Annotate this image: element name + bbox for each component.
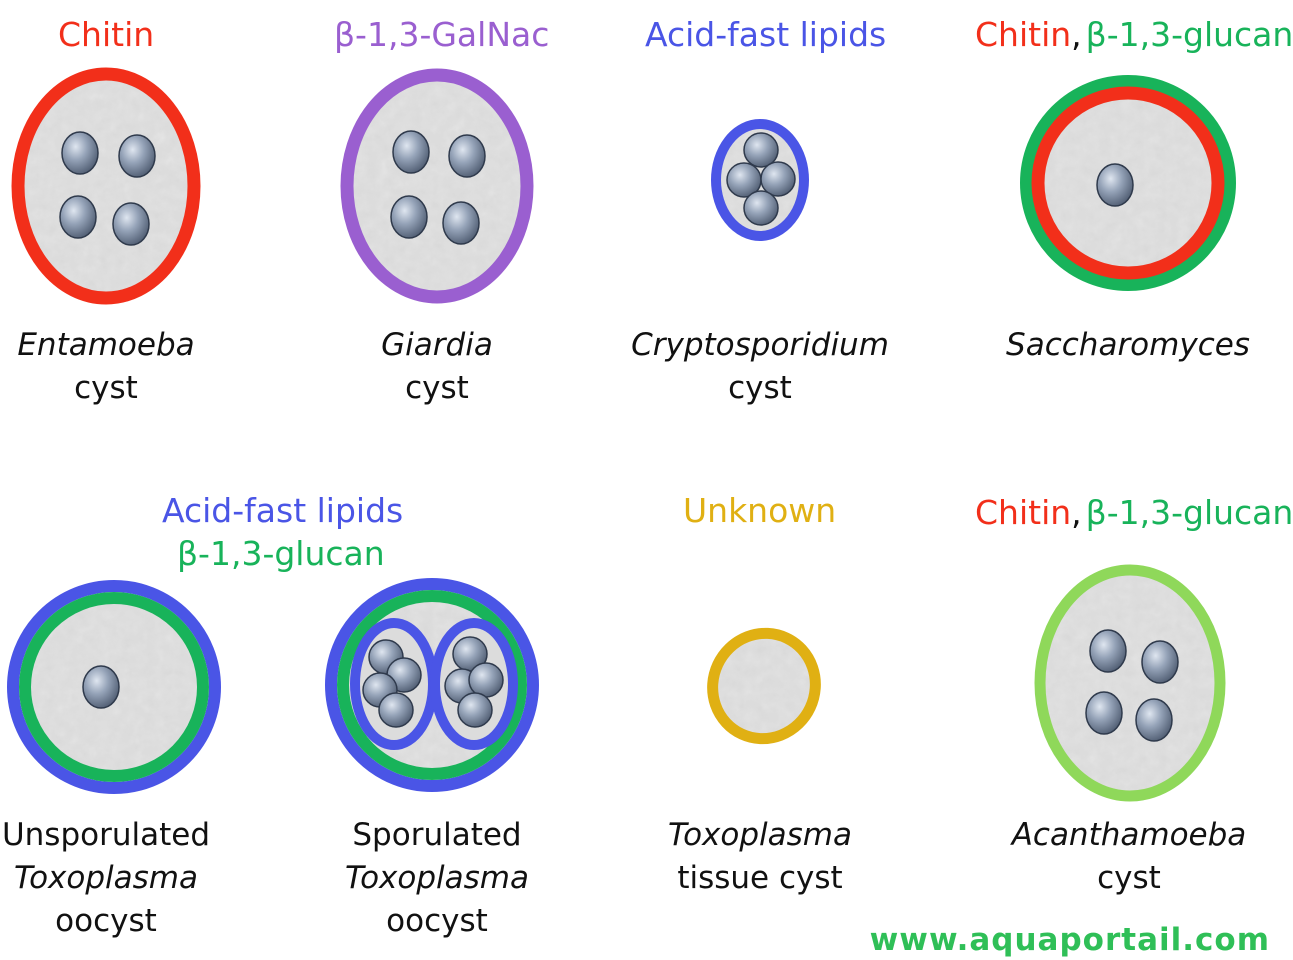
- entamoeba-caption: Entamoeba cyst: [0, 324, 256, 410]
- nucleus: [82, 665, 120, 709]
- nucleus: [61, 131, 99, 175]
- sporozoite: [457, 692, 493, 728]
- nucleus: [442, 201, 480, 245]
- sporozoite: [743, 190, 779, 226]
- sporozoite: [743, 132, 779, 168]
- nucleus: [59, 195, 97, 239]
- nucleus: [1096, 163, 1134, 207]
- toxo-wall-label-lipids: Acid-fast lipids: [162, 491, 404, 530]
- acanth-wall-label: Chitin,β-1,3-glucan: [975, 496, 1293, 529]
- nucleus: [390, 195, 428, 239]
- watermark: www.aquaportail.com: [869, 922, 1270, 958]
- glucan-term: β-1,3-glucan: [1085, 15, 1293, 54]
- chitin-term: Chitin: [975, 15, 1072, 54]
- unsporulated-caption: Unsporulated Toxoplasma oocyst: [0, 814, 256, 943]
- sporozoite: [468, 662, 504, 698]
- nucleus: [1089, 629, 1127, 673]
- crypto-acid-fast-wall: [711, 119, 809, 241]
- giardia-wall-label: β-1,3-GalNac: [334, 15, 550, 54]
- nucleus: [1085, 691, 1123, 735]
- acanth-texture: [1040, 570, 1220, 796]
- organism-name: Giardia: [381, 327, 493, 363]
- toxo-wall-label-glucan: β-1,3-glucan: [177, 534, 385, 573]
- cryptosporidium-cyst: [711, 119, 809, 241]
- sporozoite: [760, 161, 796, 197]
- sporocyst-right-wall: [430, 618, 518, 750]
- crypto-wall-label: Acid-fast lipids: [645, 15, 887, 54]
- organism-type: tissue cyst: [677, 860, 843, 896]
- sacch-chitin-wall: [1031, 86, 1225, 280]
- entamoeba-texture: [18, 74, 194, 298]
- acanth-caption: Acanthamoeba cyst: [979, 814, 1279, 900]
- organism-type: oocyst: [386, 903, 488, 939]
- nucleus: [112, 202, 150, 246]
- tissue-unknown-wall: [707, 627, 821, 745]
- tissue-wall-label: Unknown: [683, 491, 837, 530]
- unsporulated-oocyst: [7, 580, 221, 794]
- acanthamoeba-cyst: [1034, 564, 1226, 802]
- organism-type: oocyst: [55, 903, 157, 939]
- spor-acid-fast-wall: [325, 578, 539, 792]
- sporozoite: [378, 692, 414, 728]
- chitin-term: Chitin: [975, 493, 1072, 532]
- organism-type: cyst: [728, 370, 792, 406]
- organism-name: Acanthamoeba: [1011, 817, 1247, 853]
- entamoeba-cyst: [11, 67, 201, 305]
- entamoeba-wall-label: Chitin: [58, 15, 155, 54]
- giardia-cyst: [340, 68, 534, 304]
- saccharomyces-cell: [1020, 75, 1236, 291]
- tissue-texture: [713, 633, 815, 739]
- unspor-acid-fast-wall: [7, 580, 221, 794]
- organism-name: Toxoplasma: [13, 860, 199, 896]
- organism-name: Entamoeba: [17, 327, 195, 363]
- nucleus: [1135, 698, 1173, 742]
- giardia-galnac-wall: [340, 68, 534, 304]
- organism-stage: Unsporulated: [1, 817, 211, 853]
- unspor-glucan-wall: [19, 592, 209, 782]
- nucleus: [1141, 640, 1179, 684]
- giardia-caption: Giardia cyst: [287, 324, 587, 410]
- organism-name: Toxoplasma: [344, 860, 530, 896]
- sacch-wall-label: Chitin,β-1,3-glucan: [975, 18, 1293, 51]
- spor-glucan-wall: [337, 590, 527, 780]
- tissue-cyst: [707, 627, 821, 745]
- tissue-caption: Toxoplasma tissue cyst: [610, 814, 910, 900]
- sacch-glucan-wall: [1020, 75, 1236, 291]
- organism-type: cyst: [405, 370, 469, 406]
- organism-type: cyst: [1097, 860, 1161, 896]
- organism-stage: Sporulated: [352, 817, 522, 853]
- nucleus: [448, 134, 486, 178]
- comma: ,: [1071, 493, 1082, 532]
- acanth-wall: [1034, 564, 1226, 802]
- comma: ,: [1071, 15, 1082, 54]
- organism-name: Saccharomyces: [1006, 327, 1250, 363]
- giardia-texture: [347, 75, 527, 297]
- sporulated-oocyst: [325, 578, 539, 792]
- nucleus: [118, 134, 156, 178]
- organism-type: cyst: [74, 370, 138, 406]
- glucan-term: β-1,3-glucan: [1085, 493, 1293, 532]
- entamoeba-chitin-wall: [11, 67, 201, 305]
- sacch-caption: Saccharomyces: [978, 324, 1278, 367]
- sporulated-caption: Sporulated Toxoplasma oocyst: [287, 814, 587, 943]
- nucleus: [392, 130, 430, 174]
- organism-name: Toxoplasma: [667, 817, 853, 853]
- organism-name: Cryptosporidium: [631, 327, 889, 363]
- crypto-caption: Cryptosporidium cyst: [610, 324, 910, 410]
